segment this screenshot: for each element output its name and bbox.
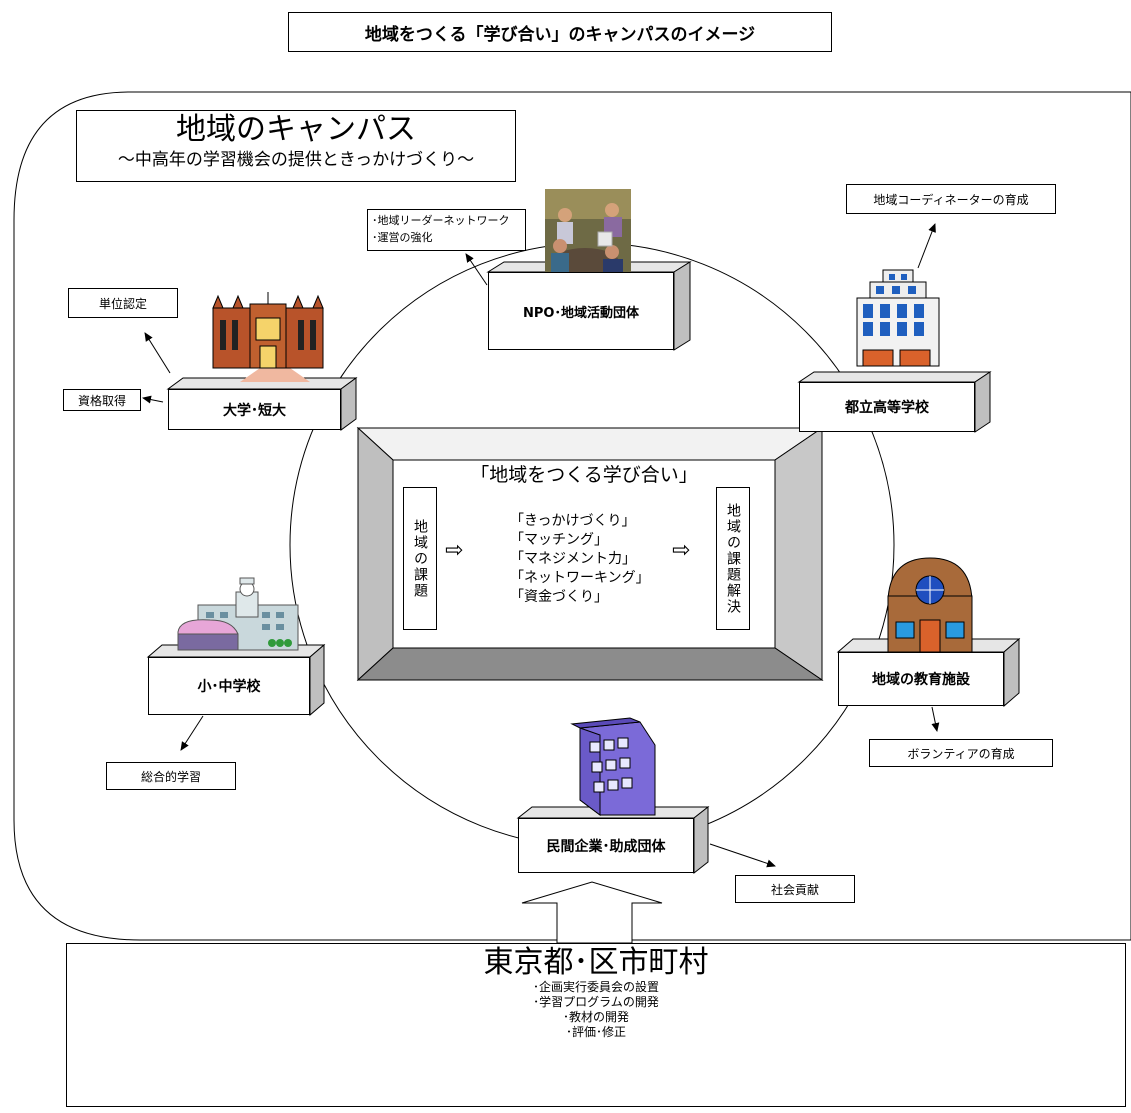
coordinator-outcome-label: 地域コーディネーターの育成 xyxy=(873,192,1029,207)
node-metro-highschool: 都立高等学校 xyxy=(799,382,975,432)
node-elementary: 小･中学校 xyxy=(148,657,310,715)
government-title: 東京都･区市町村 xyxy=(483,945,709,980)
npo-outcome-line-2: ･運営の強化 xyxy=(372,231,433,244)
center-frame xyxy=(356,426,824,682)
node-npo: NPO･地域活動団体 xyxy=(488,272,674,350)
node-education-facility-label: 地域の教育施設 xyxy=(872,672,970,688)
center-title: 「地域をつくる学び合い」 xyxy=(470,464,698,486)
elementary-school-icon xyxy=(177,577,299,651)
center-item: 「ネットワーキング」 xyxy=(510,570,650,586)
diagram-title-text: 地域をつくる「学び合い」のキャンパスのイメージ xyxy=(364,24,756,45)
arrow-qualification xyxy=(142,395,164,404)
node-elementary-label: 小･中学校 xyxy=(197,679,261,695)
arrow-coordinator xyxy=(917,223,936,269)
npo-outcome-box: ･地域リーダーネットワーク ･運営の強化 xyxy=(367,209,526,251)
node-metro-highschool-label: 都立高等学校 xyxy=(845,400,929,416)
center-item: 「マッチング」 xyxy=(510,532,608,548)
node-npo-label: NPO･地域活動団体 xyxy=(523,305,639,321)
social-contribution-label: 社会貢献 xyxy=(770,882,819,897)
social-contribution-box: 社会貢献 xyxy=(735,875,855,903)
qualification-box: 資格取得 xyxy=(63,389,141,411)
education-facility-icon xyxy=(887,557,973,653)
diagram-title: 地域をつくる「学び合い」のキャンパスのイメージ xyxy=(288,12,832,52)
node-private-label: 民間企業･助成団体 xyxy=(546,838,666,855)
center-left-label: 地域の課題 xyxy=(412,518,428,599)
credits-box: 単位認定 xyxy=(68,288,178,318)
center-right-label: 地域の課題解決 xyxy=(725,502,741,615)
npo-outcome-line-1: ･地域リーダーネットワーク xyxy=(372,214,510,227)
company-building-icon xyxy=(570,717,656,816)
campus-subheading: ～中高年の学習機会の提供ときっかけづくり～ xyxy=(117,150,475,170)
campus-heading-box: 地域のキャンパス ～中高年の学習機会の提供ときっかけづくり～ xyxy=(76,110,516,182)
npo-meeting-photo xyxy=(545,189,631,281)
qualification-label: 資格取得 xyxy=(77,393,126,408)
node-private: 民間企業･助成団体 xyxy=(518,818,694,873)
box3d-university xyxy=(166,377,358,431)
center-item: 「マネジメント力」 xyxy=(510,551,636,567)
arrow-social xyxy=(709,843,776,868)
center-item: 「きっかけづくり」 xyxy=(510,513,636,529)
government-box: 東京都･区市町村 ･企画実行委員会の設置 ･学習プログラムの開発 ･教材の開発 … xyxy=(66,943,1126,1107)
upward-arrow xyxy=(521,881,663,944)
high-school-building-icon xyxy=(856,269,940,367)
box3d-education xyxy=(836,637,1021,708)
node-university-label: 大学･短大 xyxy=(223,402,286,419)
arrow-npo xyxy=(465,253,488,286)
integrated-study-label: 総合的学習 xyxy=(140,769,201,784)
government-item: ･企画実行委員会の設置 xyxy=(532,980,659,994)
integrated-study-box: 総合的学習 xyxy=(106,762,236,790)
campus-outline xyxy=(13,91,1131,941)
credits-label: 単位認定 xyxy=(98,296,147,311)
center-item-list: 「きっかけづくり」 「マッチング」 「マネジメント力」 「ネットワーキング」 「… xyxy=(510,512,650,607)
coordinator-outcome-box: 地域コーディネーターの育成 xyxy=(846,184,1056,214)
government-item: ･教材の開発 xyxy=(562,1010,629,1024)
arrow-left-glyph: ⇨ xyxy=(445,538,464,563)
government-item-list: ･企画実行委員会の設置 ･学習プログラムの開発 ･教材の開発 ･評価･修正 xyxy=(67,980,1125,1040)
university-building-icon xyxy=(212,292,324,382)
node-university: 大学･短大 xyxy=(168,389,341,430)
arrow-credits xyxy=(144,332,171,374)
center-left-box: 地域の課題 xyxy=(403,487,437,630)
node-education-facility: 地域の教育施設 xyxy=(838,652,1004,706)
government-item: ･学習プログラムの開発 xyxy=(533,995,659,1009)
government-item: ･評価･修正 xyxy=(565,1025,626,1039)
volunteer-box: ボランティアの育成 xyxy=(869,739,1053,767)
arrow-right-glyph: ⇨ xyxy=(672,538,691,563)
center-item: 「資金づくり」 xyxy=(510,589,608,605)
center-right-box: 地域の課題解決 xyxy=(716,487,750,630)
arrow-integrated xyxy=(180,715,204,751)
campus-heading: 地域のキャンパス xyxy=(176,112,416,147)
volunteer-label: ボランティアの育成 xyxy=(907,746,1015,761)
arrow-volunteer xyxy=(931,706,940,732)
